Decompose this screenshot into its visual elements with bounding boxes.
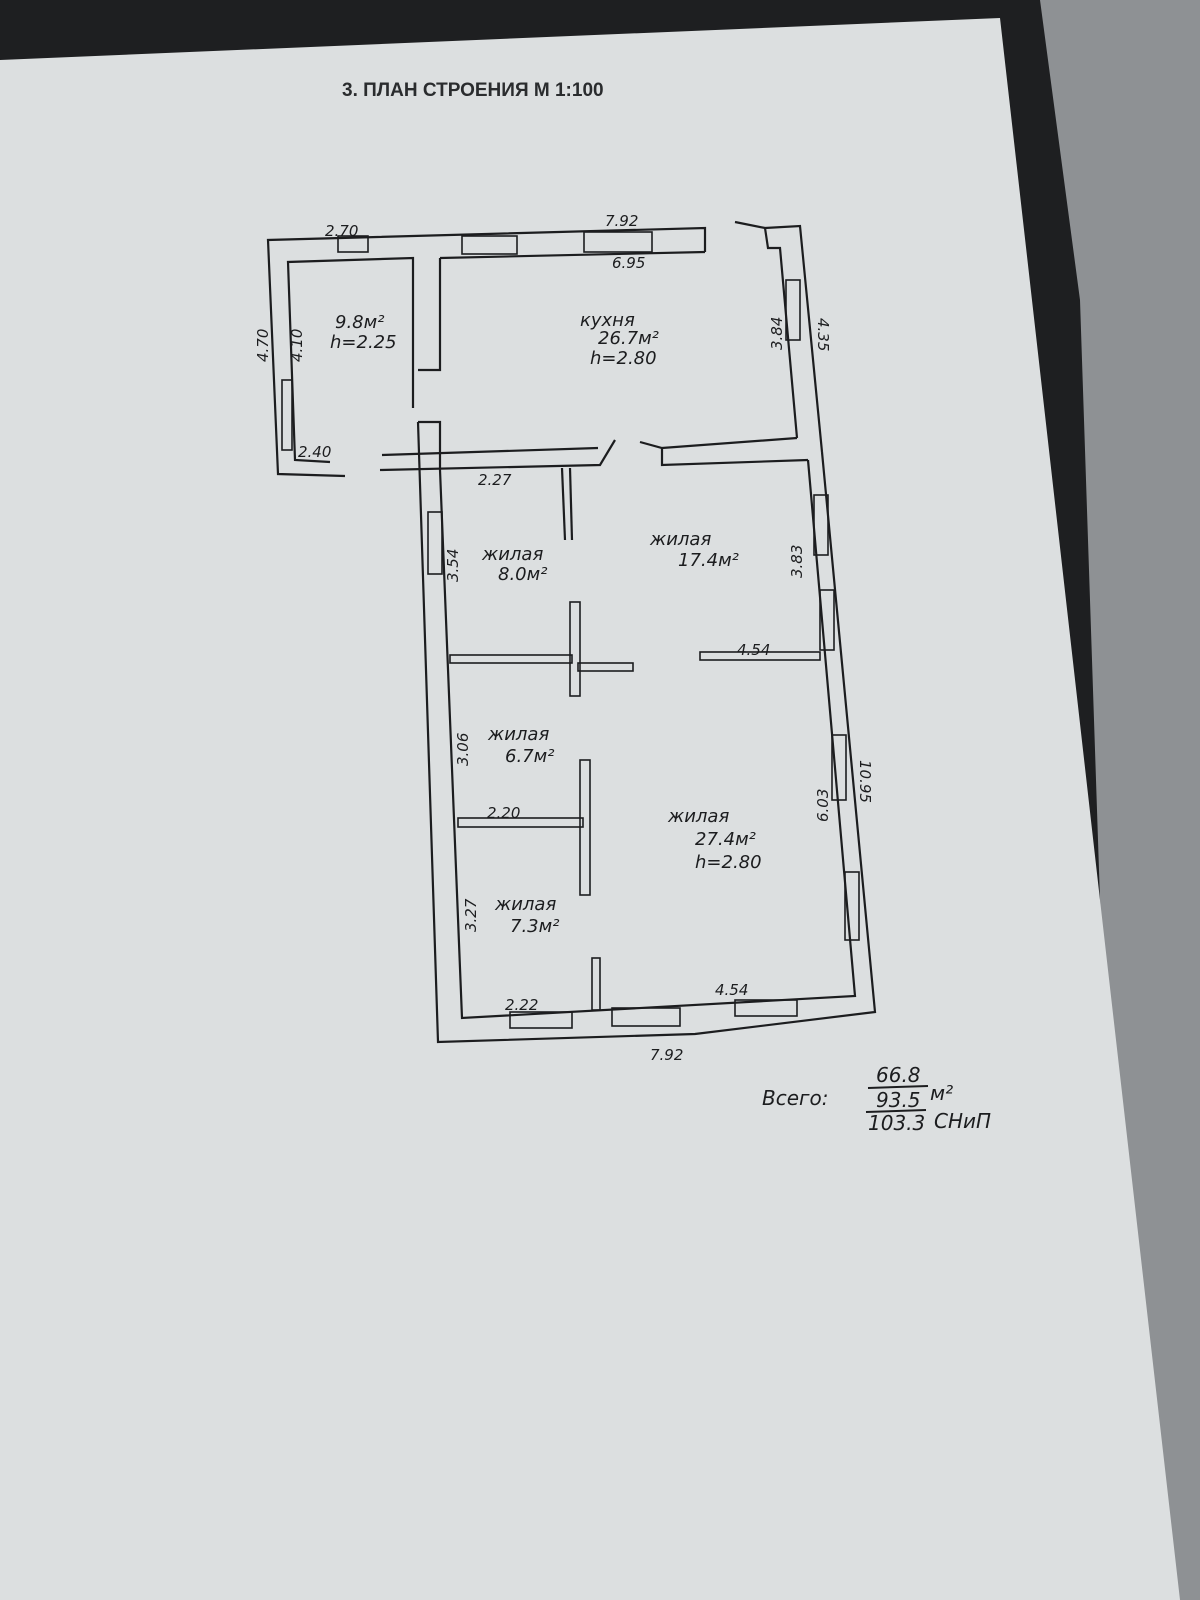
room-name: жилая [649,529,711,550]
room-name: жилая [481,544,543,565]
room-area: 6.7м² [505,746,554,767]
dim-label: 6.95 [612,254,645,272]
room-area: 7.3м² [510,916,559,937]
room-area: 8.0м² [498,564,547,585]
dim-label: 4.54 [737,641,770,659]
totals: Всего: 66.8 93.5 м² 103.3 СНиП [762,1063,991,1135]
car-panel [1040,0,1200,1600]
room-name: жилая [667,806,729,827]
room-area: 26.7м² [598,328,659,349]
totals-living: 66.8 [876,1063,921,1087]
totals-total: 93.5 [876,1088,921,1112]
dim-label: 10.95 [856,760,874,803]
dim-label: 7.92 [650,1046,683,1064]
dim-label: 4.10 [288,329,306,362]
totals-label: Всего: [762,1086,829,1110]
dim-label: 3.83 [788,545,806,578]
dim-label: 3.06 [454,733,472,766]
room-name: жилая [494,894,556,915]
dim-label: 2.20 [487,804,520,822]
room-area: 9.8м² [335,312,384,333]
totals-snip-label: СНиП [934,1109,991,1133]
room-height: h=2.25 [330,332,397,353]
dim-label: 3.84 [768,317,786,350]
dim-label: 4.54 [715,981,748,999]
dim-label: 6.03 [814,789,832,822]
room-height: h=2.80 [590,348,657,369]
dim-label: 2.27 [478,471,512,489]
dim-label: 3.27 [462,898,480,932]
totals-unit: м² [930,1081,953,1105]
room-name: кухня [580,310,635,331]
dim-label: 4.35 [814,318,832,351]
dim-label: 2.70 [325,222,358,240]
room-area: 17.4м² [678,550,739,571]
room-name: жилая [487,724,549,745]
totals-snip: 103.3 [868,1111,925,1135]
dim-label: 2.22 [505,996,538,1014]
room-area: 27.4м² [695,829,756,850]
dim-label: 4.70 [254,329,272,362]
room-height: h=2.80 [695,852,762,873]
dim-label: 7.92 [605,212,638,230]
dim-label: 3.54 [444,549,462,582]
floor-plan [266,220,877,1044]
document-title: 3. ПЛАН СТРОЕНИЯ М 1:100 [342,80,604,101]
dim-label: 2.40 [298,443,331,461]
